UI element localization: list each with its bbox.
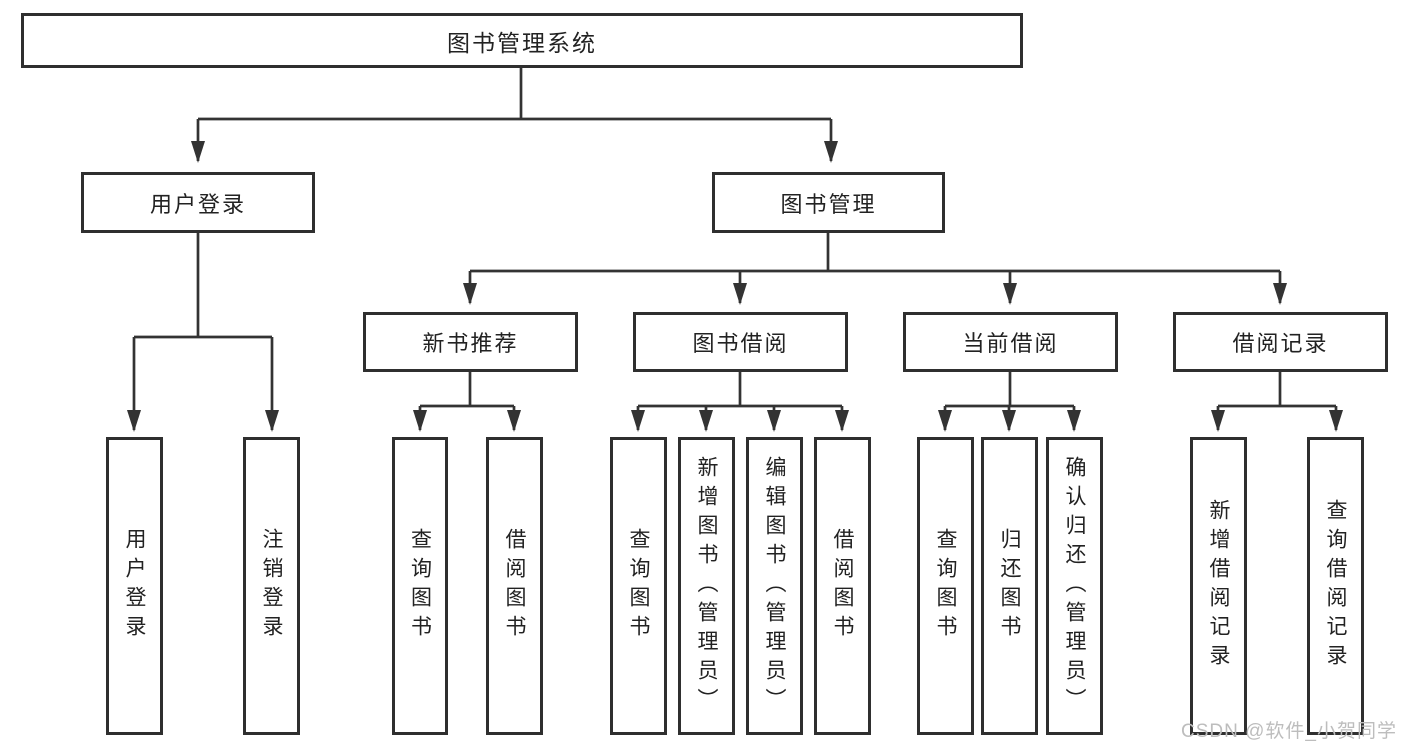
leaf-add-borrow-record: 新增借阅记录: [1190, 437, 1247, 735]
leaf-query-books-recommend-label: 查询图书: [408, 528, 432, 644]
leaf-logout-label: 注销登录: [260, 528, 283, 644]
node-library-system-label: 图书管理系统: [447, 29, 597, 56]
node-borrow-records-label: 借阅记录: [1232, 331, 1329, 356]
leaf-query-books-recommend: 查询图书: [392, 437, 448, 735]
leaf-confirm-return-admin-label: 确认归还（管理员）: [1063, 455, 1086, 717]
leaf-confirm-return-admin: 确认归还（管理员）: [1046, 437, 1103, 735]
leaf-borrow-books-recommend-label: 借阅图书: [503, 528, 526, 644]
leaf-add-books-admin: 新增图书（管理员）: [678, 437, 735, 735]
leaf-borrow-books-recommend: 借阅图书: [486, 437, 543, 735]
leaf-query-books-borrow-label: 查询图书: [627, 528, 650, 644]
leaf-user-login-label: 用户登录: [123, 528, 146, 644]
node-user-login-label: 用户登录: [149, 191, 246, 217]
leaf-query-borrow-record-label: 查询借阅记录: [1324, 499, 1347, 673]
node-library-system: 图书管理系统: [21, 13, 1023, 68]
leaf-query-books-borrow: 查询图书: [610, 437, 667, 735]
node-book-management-label: 图书管理: [780, 191, 877, 217]
leaf-query-borrow-record: 查询借阅记录: [1307, 437, 1364, 735]
leaf-return-books-label: 归还图书: [998, 528, 1021, 644]
leaf-query-books-current-label: 查询图书: [934, 528, 957, 644]
node-book-borrow-label: 图书借阅: [692, 331, 789, 356]
leaf-logout: 注销登录: [243, 437, 300, 735]
node-user-login: 用户登录: [81, 172, 315, 233]
leaf-return-books: 归还图书: [981, 437, 1038, 735]
leaf-edit-books-admin: 编辑图书（管理员）: [746, 437, 803, 735]
watermark-text: CSDN @软件_小贺同学: [1181, 721, 1397, 742]
leaf-user-login: 用户登录: [106, 437, 163, 735]
node-current-borrow: 当前借阅: [903, 312, 1118, 372]
node-book-borrow: 图书借阅: [633, 312, 848, 372]
leaf-borrow-books-label: 借阅图书: [831, 528, 854, 644]
leaf-borrow-books: 借阅图书: [814, 437, 871, 735]
leaf-query-books-current: 查询图书: [917, 437, 974, 735]
node-current-borrow-label: 当前借阅: [962, 331, 1059, 356]
node-new-book-recommend: 新书推荐: [363, 312, 578, 372]
node-book-management: 图书管理: [712, 172, 945, 233]
leaf-add-borrow-record-label: 新增借阅记录: [1207, 499, 1230, 673]
leaf-edit-books-admin-label: 编辑图书（管理员）: [763, 455, 786, 717]
node-borrow-records: 借阅记录: [1173, 312, 1388, 372]
node-new-book-recommend-label: 新书推荐: [422, 331, 519, 356]
leaf-add-books-admin-label: 新增图书（管理员）: [695, 455, 718, 717]
